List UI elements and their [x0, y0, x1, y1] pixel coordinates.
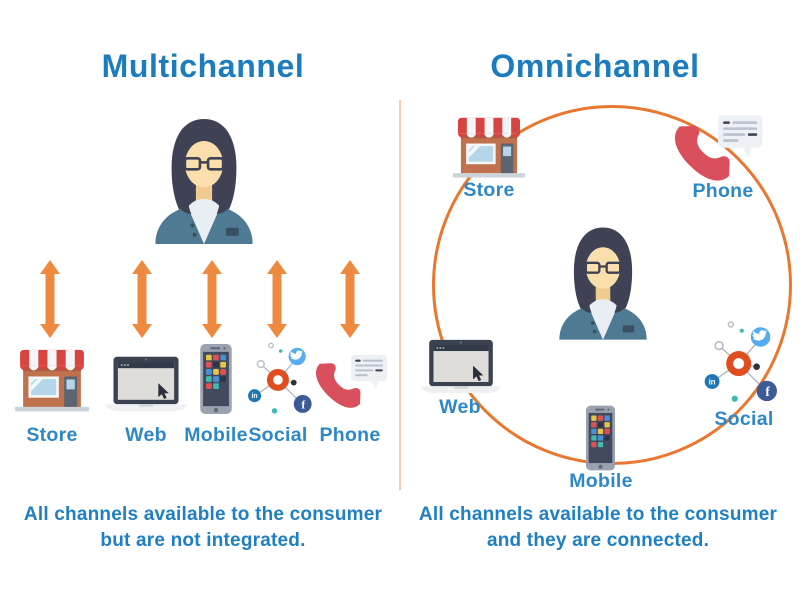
consumer-avatar-icon [146, 112, 262, 244]
panel-divider [399, 100, 401, 490]
channel-label-mobile: Mobile [569, 470, 633, 492]
laptop-icon [418, 338, 504, 395]
double-arrow-icon [338, 258, 362, 340]
channel-label-web: Web [125, 424, 167, 446]
double-arrow-icon [38, 258, 62, 340]
multichannel-caption: All channels available to the consumer b… [3, 502, 403, 554]
storefront-icon [452, 114, 526, 179]
social-network-icon [242, 340, 318, 417]
phone-handset-icon [670, 112, 766, 187]
phone-handset-icon [312, 352, 390, 413]
omnichannel-caption: All channels available to the consumer a… [398, 502, 798, 554]
channel-label-mobile: Mobile [184, 424, 248, 446]
channel-label-social: Social [714, 408, 774, 430]
double-arrow-icon [200, 258, 224, 340]
consumer-avatar-icon [551, 221, 655, 340]
channel-label-phone: Phone [319, 424, 381, 446]
caption-line-2: and they are connected. [486, 530, 710, 551]
caption-line-1: All channels available to the consumer [23, 504, 383, 525]
smartphone-icon [196, 343, 236, 415]
multichannel-title: Multichannel [101, 48, 305, 84]
channel-label-store: Store [26, 424, 78, 446]
double-arrow-icon [265, 258, 289, 340]
double-arrow-icon [130, 258, 154, 340]
channel-label-phone: Phone [692, 180, 754, 202]
laptop-icon [102, 355, 190, 413]
caption-line-1: All channels available to the consumer [418, 504, 778, 525]
omnichannel-title: Omnichannel [490, 48, 700, 84]
caption-line-2: but are not integrated. [100, 530, 306, 551]
channel-label-store: Store [463, 179, 515, 201]
channel-label-social: Social [248, 424, 308, 446]
channel-label-web: Web [439, 396, 481, 418]
social-network-icon [698, 318, 784, 406]
storefront-icon [14, 346, 90, 413]
smartphone-icon [582, 405, 619, 471]
